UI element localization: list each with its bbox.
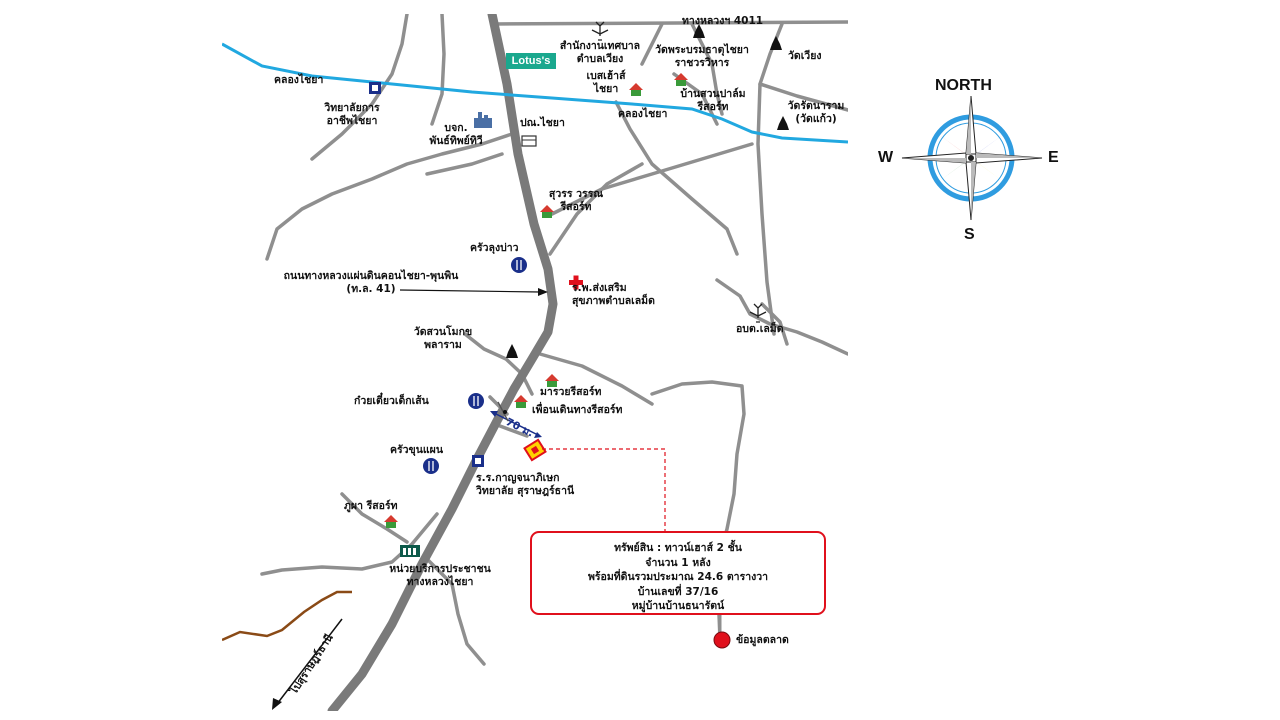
label-tessaban: สำนักงานเทศบาลตำบลเวียง [559,40,641,65]
road-southwest-lower [425,557,486,666]
compass-east-label: E [1048,149,1059,166]
distance-arrowhead-b [534,432,542,438]
label-krua-khun: ครัวขุนแผน [390,444,444,456]
road-center-northeast [614,100,739,256]
label-suwan-resort: สุวรร วรรณรีสอร์ท [548,188,604,213]
property-connector [542,448,666,531]
lotus-logo: Lotus's [506,53,556,69]
garuda-seal-icon [591,21,767,323]
factory-icon [474,112,492,128]
label-klong-chaiya-west: คลองไชยา [274,74,324,86]
label-post-office: ปณ.ไชยา [520,117,565,129]
map-drawing [222,14,848,711]
compass-west-label: W [878,149,894,166]
road-center-west [425,152,504,176]
label-wat-wiang: วัดเวียง [788,50,822,62]
label-service-unit: หน่วยบริการประชาชนทางหลวงไชยา [389,563,491,588]
highway-41-arrow [399,289,541,293]
road-loop-east [715,278,848,356]
compass-icon [901,95,1043,221]
to-surat-arrow [276,618,343,705]
road-highway-41 [327,14,558,711]
label-obt: อบต.เลม็ด [736,323,784,335]
road-northwest-vertical [430,14,446,126]
distance-line-70m [491,411,541,437]
label-kuay-tiew: ก๋วยเตี๋ยวเด็กเส้น [354,395,429,407]
property-line-5: หมู่บ้านบ้านธนารัตน์ [631,600,725,612]
distance-tick [497,401,509,422]
label-market-info: ข้อมูลตลาด [736,634,789,646]
school-icon [369,82,484,467]
restaurant-icon [423,257,527,474]
to-surat-arrowhead [272,698,282,710]
resort-icon [384,73,688,528]
post-office-icon [521,135,537,147]
road-northeast-diagonal [548,162,644,256]
label-wat-suan: วัดสวนโมกขพลาราม [413,326,473,351]
road-west-main [265,132,514,261]
property-info-box: ทรัพย์สิน : ทาวน์เฮาส์ 2 ชั้น จำนวน 1 หล… [530,531,826,615]
canal-klong-chaiya [222,42,848,144]
label-school: ร.ร.กาญจนาภิเษกวิทยาลัย สุราษฎร์ธานี [476,472,575,497]
label-phupha-resort: ภูผา รีสอร์ท [344,500,398,512]
compass-north-label: NORTH [935,77,992,94]
road-center-south [463,332,534,396]
map-panel: Lotus's ทางหลวงฯ 4011 สำนักงานเทศบาลตำบล… [222,14,848,711]
road-highway-4011 [492,20,848,26]
road-obt [760,302,789,346]
property-line-4: บ้านเลขที่ 37/16 [637,585,719,598]
distance-arrowhead-a [490,411,498,417]
compass-south-label: S [964,226,975,243]
road-east-vertical [756,22,784,336]
label-college: วิทยาลัยการอาชีพไชยา [324,102,380,127]
label-highway-41: ถนนทางหลวงแผ่นดินคอนไชยา-พุนพิน(ท.ล. 41) [283,270,459,295]
label-bochok: บจก.พันธ์ทิพย์ทิวี [429,122,483,147]
road-west-upper [310,14,409,161]
label-hospital: ร.พ.ส่งเสริมสุขภาพตำบลเลม็ด [572,282,655,307]
label-krua-lung: ครัวลุงบ่าว [470,242,519,254]
service-building-icon [400,545,420,557]
label-klong-chaiya-east: คลองไชยา [618,108,668,120]
property-line-1: ทรัพย์สิน : ทาวน์เฮาส์ 2 ชั้น [614,542,742,554]
label-bansai: เบสเฮ้าส์ไชยา [586,70,626,95]
hospital-cross-icon [569,275,583,290]
road-marai-east [538,352,654,406]
label-pueon-resort: เพื่อนเดินทางรีสอร์ท [532,404,623,416]
market-dot [713,631,731,649]
label-wat-rattanaram: วัดรัตนาราม(วัดแก้ว) [787,100,845,125]
label-marai-resort: มารวยรีสอร์ท [540,386,602,398]
property-line-2: จำนวน 1 หลัง [645,556,711,569]
highway-41-arrowhead [538,288,548,296]
label-bansuan: บ้านสวนปาล์มรีสอร์ท [680,88,746,113]
road-west-south-branch [340,492,409,544]
label-wat-phra: วัดพระบรมธาตุไชยาราชวรวิหาร [655,44,749,69]
temple-icon [506,24,789,358]
property-marker [523,438,547,462]
road-west-south [260,512,439,576]
shop-dot [503,410,507,414]
road-northeast-branch [758,82,848,112]
river-southwest [222,590,352,642]
road-east-diagonal [550,142,754,216]
road-to-wat-phra [640,22,664,66]
road-access-property [498,424,529,438]
compass-rose: NORTH W E S [872,74,1072,244]
label-highway-4011: ทางหลวงฯ 4011 [682,15,764,27]
property-line-3: พร้อมที่ดินรวมประมาณ 24.6 ตารางวา [587,571,769,583]
